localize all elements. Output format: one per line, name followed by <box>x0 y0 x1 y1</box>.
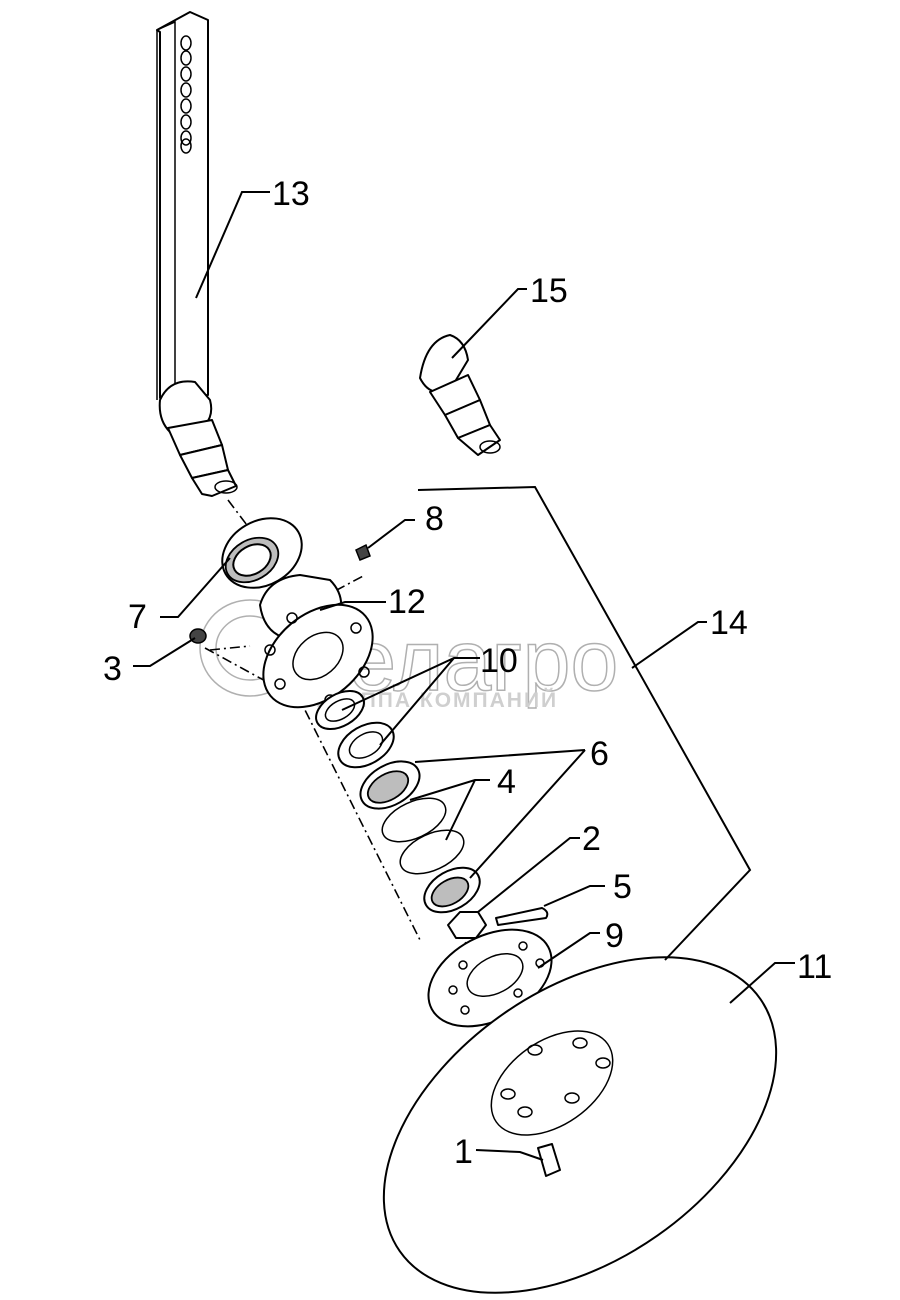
part-15-axle <box>419 334 501 456</box>
part-10-races <box>315 690 395 769</box>
part-3-plug <box>189 628 207 644</box>
callout-5: 5 <box>613 868 632 906</box>
part-11-disc <box>382 956 778 1294</box>
callout-10: 10 <box>480 642 518 680</box>
leader-lines <box>133 191 795 1161</box>
callout-4: 4 <box>497 763 516 801</box>
callout-labels: 13 15 8 7 12 3 10 14 6 4 2 5 9 11 1 <box>103 175 832 1171</box>
part-13-stand <box>156 11 238 497</box>
callout-8: 8 <box>425 500 444 538</box>
callout-9: 9 <box>605 917 624 955</box>
callout-1: 1 <box>454 1133 473 1171</box>
part-5-cotter-pin <box>495 907 549 926</box>
part-8-grease-nipple <box>355 543 371 561</box>
part-2-nut <box>447 911 487 939</box>
callout-11: 11 <box>797 948 832 986</box>
part-1-bolt <box>537 1143 561 1177</box>
part-6-bearings <box>359 760 481 914</box>
callout-6: 6 <box>590 735 609 773</box>
callout-2: 2 <box>582 820 601 858</box>
callout-3: 3 <box>103 650 122 688</box>
callout-14: 14 <box>710 604 748 642</box>
part-4-circlips <box>381 797 465 875</box>
callout-7: 7 <box>128 598 147 636</box>
part-12-hub <box>259 574 374 709</box>
callout-13: 13 <box>272 175 310 213</box>
group-bracket-14 <box>417 485 752 961</box>
part-7-seal <box>221 517 303 589</box>
callout-12: 12 <box>388 583 426 621</box>
callout-15: 15 <box>530 272 568 310</box>
